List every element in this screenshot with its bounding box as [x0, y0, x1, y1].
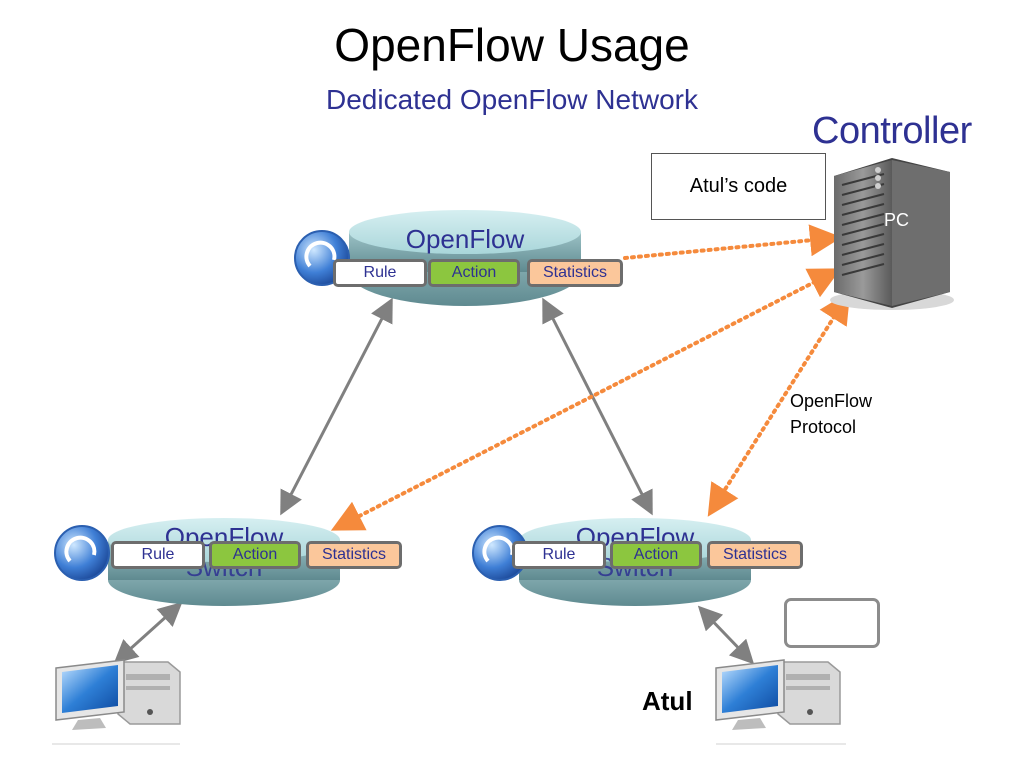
link-left-to-host	[113, 601, 183, 665]
user-label: Atul	[642, 686, 693, 716]
flow-table-action: Action	[209, 541, 301, 569]
protocol-link-top	[623, 224, 842, 260]
flow-table-action: Action	[610, 541, 702, 569]
protocol-label-line2: Protocol	[790, 417, 857, 437]
server-tower-icon	[830, 158, 954, 310]
slide-subtitle: Dedicated OpenFlow Network	[326, 84, 698, 115]
flow-table-action: Action	[428, 259, 520, 287]
flow-table-rule: Rule	[333, 259, 427, 287]
controller-code-box: Atul’s code	[651, 153, 826, 220]
link-top-to-left	[280, 297, 393, 516]
flow-table-statistics: Statistics	[527, 259, 623, 287]
empty-box	[784, 598, 880, 648]
switch-top	[349, 210, 581, 306]
switch-name-line1: OpenFlow	[405, 224, 525, 254]
protocol-label-line1: OpenFlow	[790, 391, 873, 411]
flow-table-statistics: Statistics	[306, 541, 402, 569]
switch-left-icon	[54, 525, 110, 581]
protocol-link-right	[707, 291, 851, 517]
pc-label: PC	[884, 210, 910, 230]
controller-code-label: Atul’s code	[689, 175, 788, 197]
host-computer-right-icon	[715, 659, 846, 745]
flow-table-rule: Rule	[111, 541, 205, 569]
link-right-to-host	[697, 605, 755, 665]
flow-table-rule: Rule	[512, 541, 606, 569]
protocol-link-left	[330, 268, 842, 531]
controller-label: Controller	[812, 110, 972, 152]
slide-title: OpenFlow Usage	[334, 19, 690, 71]
link-top-to-right	[542, 297, 653, 516]
openflow-protocol-label: OpenFlow Protocol	[790, 388, 872, 440]
flow-table-statistics: Statistics	[707, 541, 803, 569]
host-computer-left-icon	[52, 659, 181, 745]
